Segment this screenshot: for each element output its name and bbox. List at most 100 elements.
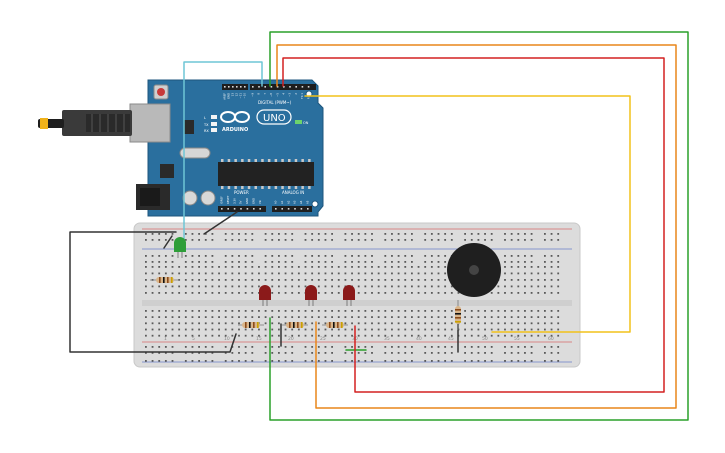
breadboard-hole[interactable] xyxy=(164,322,167,325)
breadboard-hole[interactable] xyxy=(497,316,500,318)
breadboard-hole[interactable] xyxy=(304,266,307,268)
breadboard-hole[interactable] xyxy=(271,360,274,362)
breadboard-hole[interactable] xyxy=(524,328,526,331)
breadboard-hole[interactable] xyxy=(158,322,161,325)
breadboard-hole[interactable] xyxy=(470,239,473,241)
breadboard-hole[interactable] xyxy=(171,261,174,263)
breadboard-hole[interactable] xyxy=(550,346,553,348)
breadboard-hole[interactable] xyxy=(191,346,194,348)
breadboard-hole[interactable] xyxy=(391,279,393,281)
breadboard-hole[interactable] xyxy=(397,352,400,354)
breadboard-hole[interactable] xyxy=(198,285,200,288)
breadboard-hole[interactable] xyxy=(244,255,247,257)
digital-pin[interactable] xyxy=(244,86,246,88)
breadboard-hole[interactable] xyxy=(331,239,333,241)
breadboard-hole[interactable] xyxy=(391,316,393,318)
breadboard-hole[interactable] xyxy=(544,352,546,354)
breadboard-hole[interactable] xyxy=(344,279,347,281)
breadboard-hole[interactable] xyxy=(364,360,367,362)
breadboard-hole[interactable] xyxy=(317,360,320,362)
breadboard-hole[interactable] xyxy=(351,266,353,268)
breadboard-hole[interactable] xyxy=(397,285,400,288)
breadboard-holes[interactable] xyxy=(145,233,560,362)
breadboard-hole[interactable] xyxy=(151,352,154,354)
breadboard-hole[interactable] xyxy=(437,261,440,263)
power-analog-pin[interactable] xyxy=(227,208,229,210)
breadboard-hole[interactable] xyxy=(450,233,453,235)
breadboard-hole[interactable] xyxy=(344,266,347,268)
breadboard-hole[interactable] xyxy=(497,328,500,331)
breadboard-hole[interactable] xyxy=(477,316,480,318)
wire-black-ground-loop[interactable] xyxy=(69,231,237,353)
breadboard-hole[interactable] xyxy=(184,346,187,348)
breadboard-hole[interactable] xyxy=(264,279,267,281)
breadboard-hole[interactable] xyxy=(557,285,560,288)
breadboard-hole[interactable] xyxy=(238,285,240,288)
breadboard-hole[interactable] xyxy=(151,261,154,263)
breadboard-hole[interactable] xyxy=(184,255,187,257)
breadboard-hole[interactable] xyxy=(524,322,526,325)
breadboard-hole[interactable] xyxy=(504,233,506,235)
power-analog-pin[interactable] xyxy=(259,208,261,210)
breadboard-hole[interactable] xyxy=(304,255,307,257)
breadboard-hole[interactable] xyxy=(271,261,274,263)
breadboard-hole[interactable] xyxy=(524,285,526,288)
breadboard-hole[interactable] xyxy=(244,334,247,337)
breadboard-hole[interactable] xyxy=(211,292,214,294)
breadboard-hole[interactable] xyxy=(224,239,227,241)
breadboard-hole[interactable] xyxy=(231,261,234,263)
breadboard-hole[interactable] xyxy=(371,328,373,331)
breadboard-hole[interactable] xyxy=(271,352,274,354)
breadboard-hole[interactable] xyxy=(377,322,380,325)
breadboard-hole[interactable] xyxy=(544,272,546,275)
breadboard-hole[interactable] xyxy=(437,272,440,275)
breadboard-hole[interactable] xyxy=(278,334,280,337)
breadboard-hole[interactable] xyxy=(191,334,194,337)
breadboard-hole[interactable] xyxy=(271,266,274,268)
breadboard-hole[interactable] xyxy=(384,334,387,337)
breadboard-hole[interactable] xyxy=(244,239,247,241)
breadboard-hole[interactable] xyxy=(371,272,373,275)
breadboard-hole[interactable] xyxy=(324,272,327,275)
breadboard-hole[interactable] xyxy=(291,233,294,235)
breadboard-hole[interactable] xyxy=(470,310,473,312)
breadboard-hole[interactable] xyxy=(164,334,167,337)
breadboard-hole[interactable] xyxy=(351,233,353,235)
breadboard-hole[interactable] xyxy=(357,310,360,312)
breadboard-hole[interactable] xyxy=(371,233,373,235)
breadboard-hole[interactable] xyxy=(151,272,154,275)
breadboard-hole[interactable] xyxy=(251,233,254,235)
breadboard-hole[interactable] xyxy=(477,233,480,235)
breadboard-hole[interactable] xyxy=(151,233,154,235)
breadboard-hole[interactable] xyxy=(231,233,234,235)
breadboard-hole[interactable] xyxy=(351,360,353,362)
breadboard-hole[interactable] xyxy=(151,285,154,288)
power-analog-pin[interactable] xyxy=(246,208,249,210)
breadboard-hole[interactable] xyxy=(204,279,207,281)
breadboard-hole[interactable] xyxy=(291,285,294,288)
breadboard-hole[interactable] xyxy=(178,322,181,325)
breadboard-hole[interactable] xyxy=(404,272,407,275)
breadboard-hole[interactable] xyxy=(351,272,353,275)
breadboard-hole[interactable] xyxy=(291,328,294,331)
breadboard-hole[interactable] xyxy=(317,316,320,318)
breadboard-hole[interactable] xyxy=(331,328,333,331)
breadboard-hole[interactable] xyxy=(557,328,560,331)
breadboard-hole[interactable] xyxy=(437,328,440,331)
breadboard-hole[interactable] xyxy=(397,279,400,281)
breadboard-hole[interactable] xyxy=(284,352,287,354)
breadboard-hole[interactable] xyxy=(477,334,480,337)
breadboard-hole[interactable] xyxy=(145,272,147,275)
breadboard-hole[interactable] xyxy=(231,272,234,275)
breadboard-hole[interactable] xyxy=(278,239,280,241)
breadboard-hole[interactable] xyxy=(264,334,267,337)
breadboard-hole[interactable] xyxy=(470,328,473,331)
breadboard-hole[interactable] xyxy=(450,346,453,348)
breadboard-hole[interactable] xyxy=(530,239,533,241)
breadboard-hole[interactable] xyxy=(178,310,181,312)
breadboard-hole[interactable] xyxy=(384,346,387,348)
breadboard-hole[interactable] xyxy=(384,279,387,281)
breadboard-hole[interactable] xyxy=(311,272,314,275)
breadboard-hole[interactable] xyxy=(324,316,327,318)
breadboard-hole[interactable] xyxy=(377,272,380,275)
